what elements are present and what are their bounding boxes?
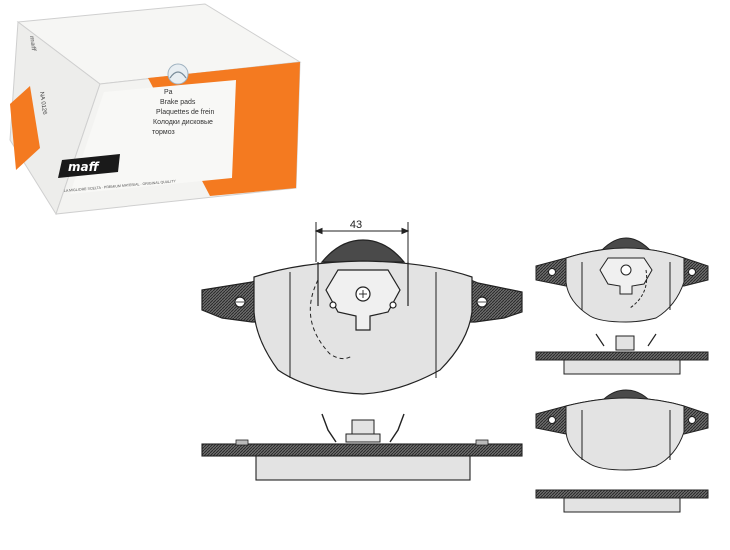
brake-pad-box: maff Pa Brake pads Plaquettes de frein К… <box>9 3 302 216</box>
label-line: тормоз <box>152 129 175 136</box>
large-brake-pad-front <box>201 239 523 395</box>
package-label-text: Pa Brake pads Plaquettes de frein Колодк… <box>152 89 214 136</box>
label-line: Pa <box>164 89 173 96</box>
small-brake-pad-front-1 <box>535 237 709 323</box>
top-bump <box>320 239 406 263</box>
small-brake-pad-side-2 <box>535 489 709 513</box>
package-emblem-icon <box>167 63 189 85</box>
dimension-label: 43 <box>350 219 362 231</box>
wear-curve <box>309 279 353 360</box>
package-side-code: NA 0126 <box>38 91 47 115</box>
package-side-logo: maff <box>28 35 37 52</box>
brand-logo-strip <box>58 154 120 178</box>
spring-wire <box>321 413 405 443</box>
friction-pad-side <box>255 455 471 481</box>
large-brake-pad-side <box>201 413 523 481</box>
label-line: Колодки дисковые <box>153 119 213 126</box>
backing-plate-side <box>201 443 523 457</box>
brand-logo-text: maff <box>68 160 100 174</box>
label-line: Brake pads <box>160 99 196 106</box>
small-brake-pad-side-1 <box>535 333 709 375</box>
small-brake-pad-front-2 <box>535 389 709 471</box>
dimension-marker <box>314 222 410 262</box>
label-line: Plaquettes de frein <box>156 109 214 116</box>
